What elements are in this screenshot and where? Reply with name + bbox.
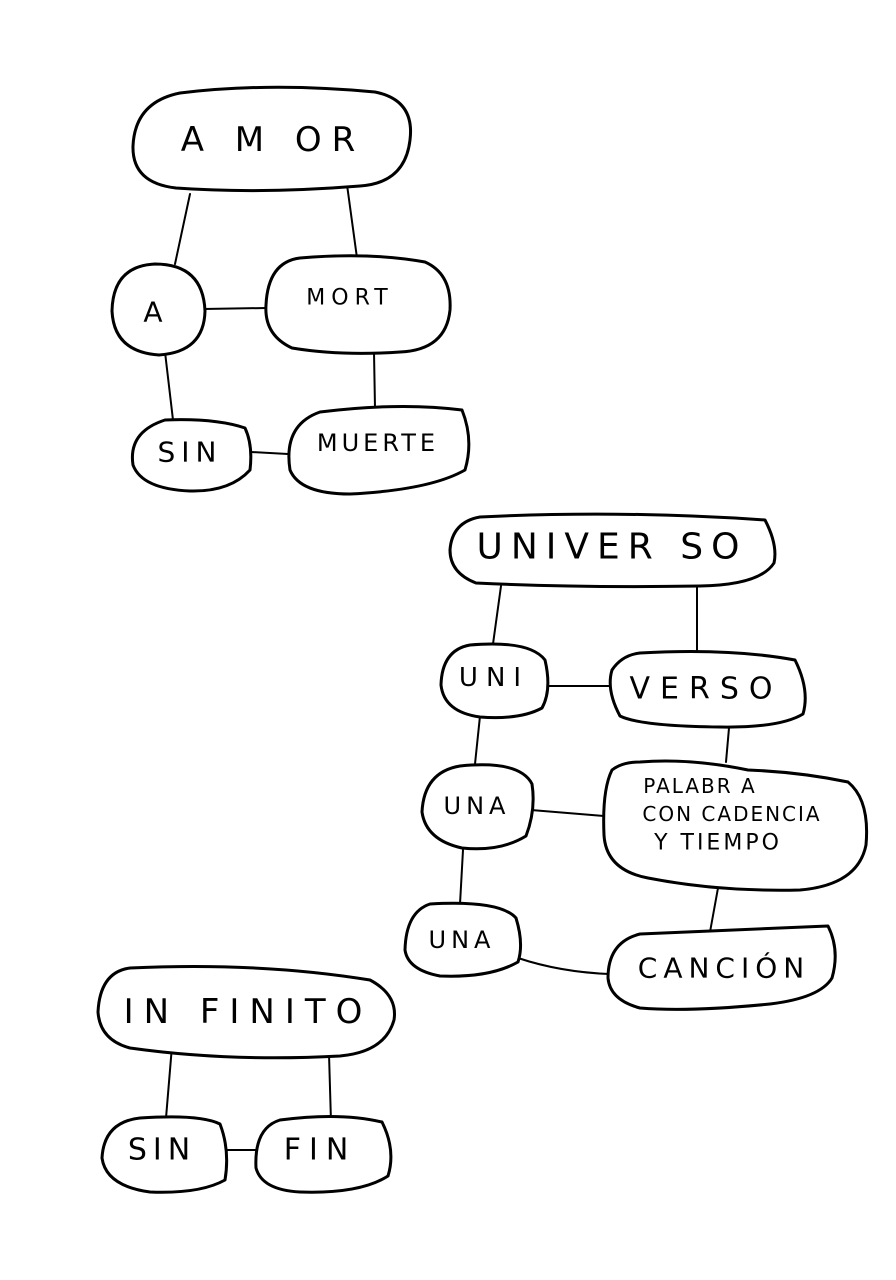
edge-una-1-to-palabra [530,809,605,817]
node-sin-2: SIN [100,1115,229,1194]
node-verso: VERSO [608,650,807,729]
node-sin-1: SIN [130,418,253,493]
node-una-1-label: UNA [444,792,511,820]
node-a-label: A [143,296,162,329]
node-palabra-line2: CON CADENCIA [642,802,821,826]
node-a: A [110,262,207,357]
diagram-infinito: IN FINITO SIN FIN [96,965,396,1194]
node-uni-label: UNI [459,663,529,693]
edge-uni-to-una-1 [474,715,481,765]
edge-sin-to-muerte [250,451,289,455]
node-universo-label: UNIVER SO [477,527,748,568]
edge-universo-to-uni [492,585,502,645]
edge-infinito-to-fin [328,1053,332,1123]
node-mort: MORT [264,254,452,355]
edge-infinito-to-sin [165,1045,173,1119]
edge-a-to-mort [202,307,267,310]
node-infinito-label: IN FINITO [124,992,373,1032]
edge-una-2-to-cancion [517,957,610,975]
edge-amor-to-a [174,193,191,265]
node-palabra-line3: Y TIEMPO [653,831,782,856]
node-infinito: IN FINITO [96,965,396,1060]
node-sin-2-label: SIN [128,1133,196,1168]
node-cancion: CANCIÓN [606,924,837,1011]
node-fin: FIN [254,1114,393,1194]
node-palabra-line1: PALABR A [643,774,756,798]
diagram-universo: UNIVER SO UNI VERSO UNA PALABR A CON CAD… [403,512,869,1011]
node-amor-label: A M OR [181,120,366,160]
node-amor: A M OR [131,85,413,193]
node-una-2-label: UNA [429,926,496,954]
node-muerte: MUERTE [287,404,471,496]
node-verso-label: VERSO [630,672,783,707]
node-muerte-label: MUERTE [317,429,439,457]
node-sin-1-label: SIN [158,436,223,469]
node-fin-label: FIN [284,1133,357,1168]
node-una-1: UNA [420,763,535,851]
edge-una-1-to-una-2 [459,849,464,905]
node-una-2: UNA [403,901,523,978]
node-mort-label: MORT [306,286,393,311]
edge-palabra-to-cancion [709,887,719,933]
node-uni: UNI [439,642,550,720]
node-universo: UNIVER SO [448,512,777,589]
node-cancion-label: CANCIÓN [638,951,810,985]
diagram-amor: A M OR A MORT SIN MUERTE [110,85,471,496]
node-palabra: PALABR A CON CADENCIA Y TIEMPO [602,759,869,892]
edge-a-to-sin [164,351,174,421]
edge-mort-to-muerte [373,351,376,409]
edge-verso-to-palabra [725,727,730,763]
